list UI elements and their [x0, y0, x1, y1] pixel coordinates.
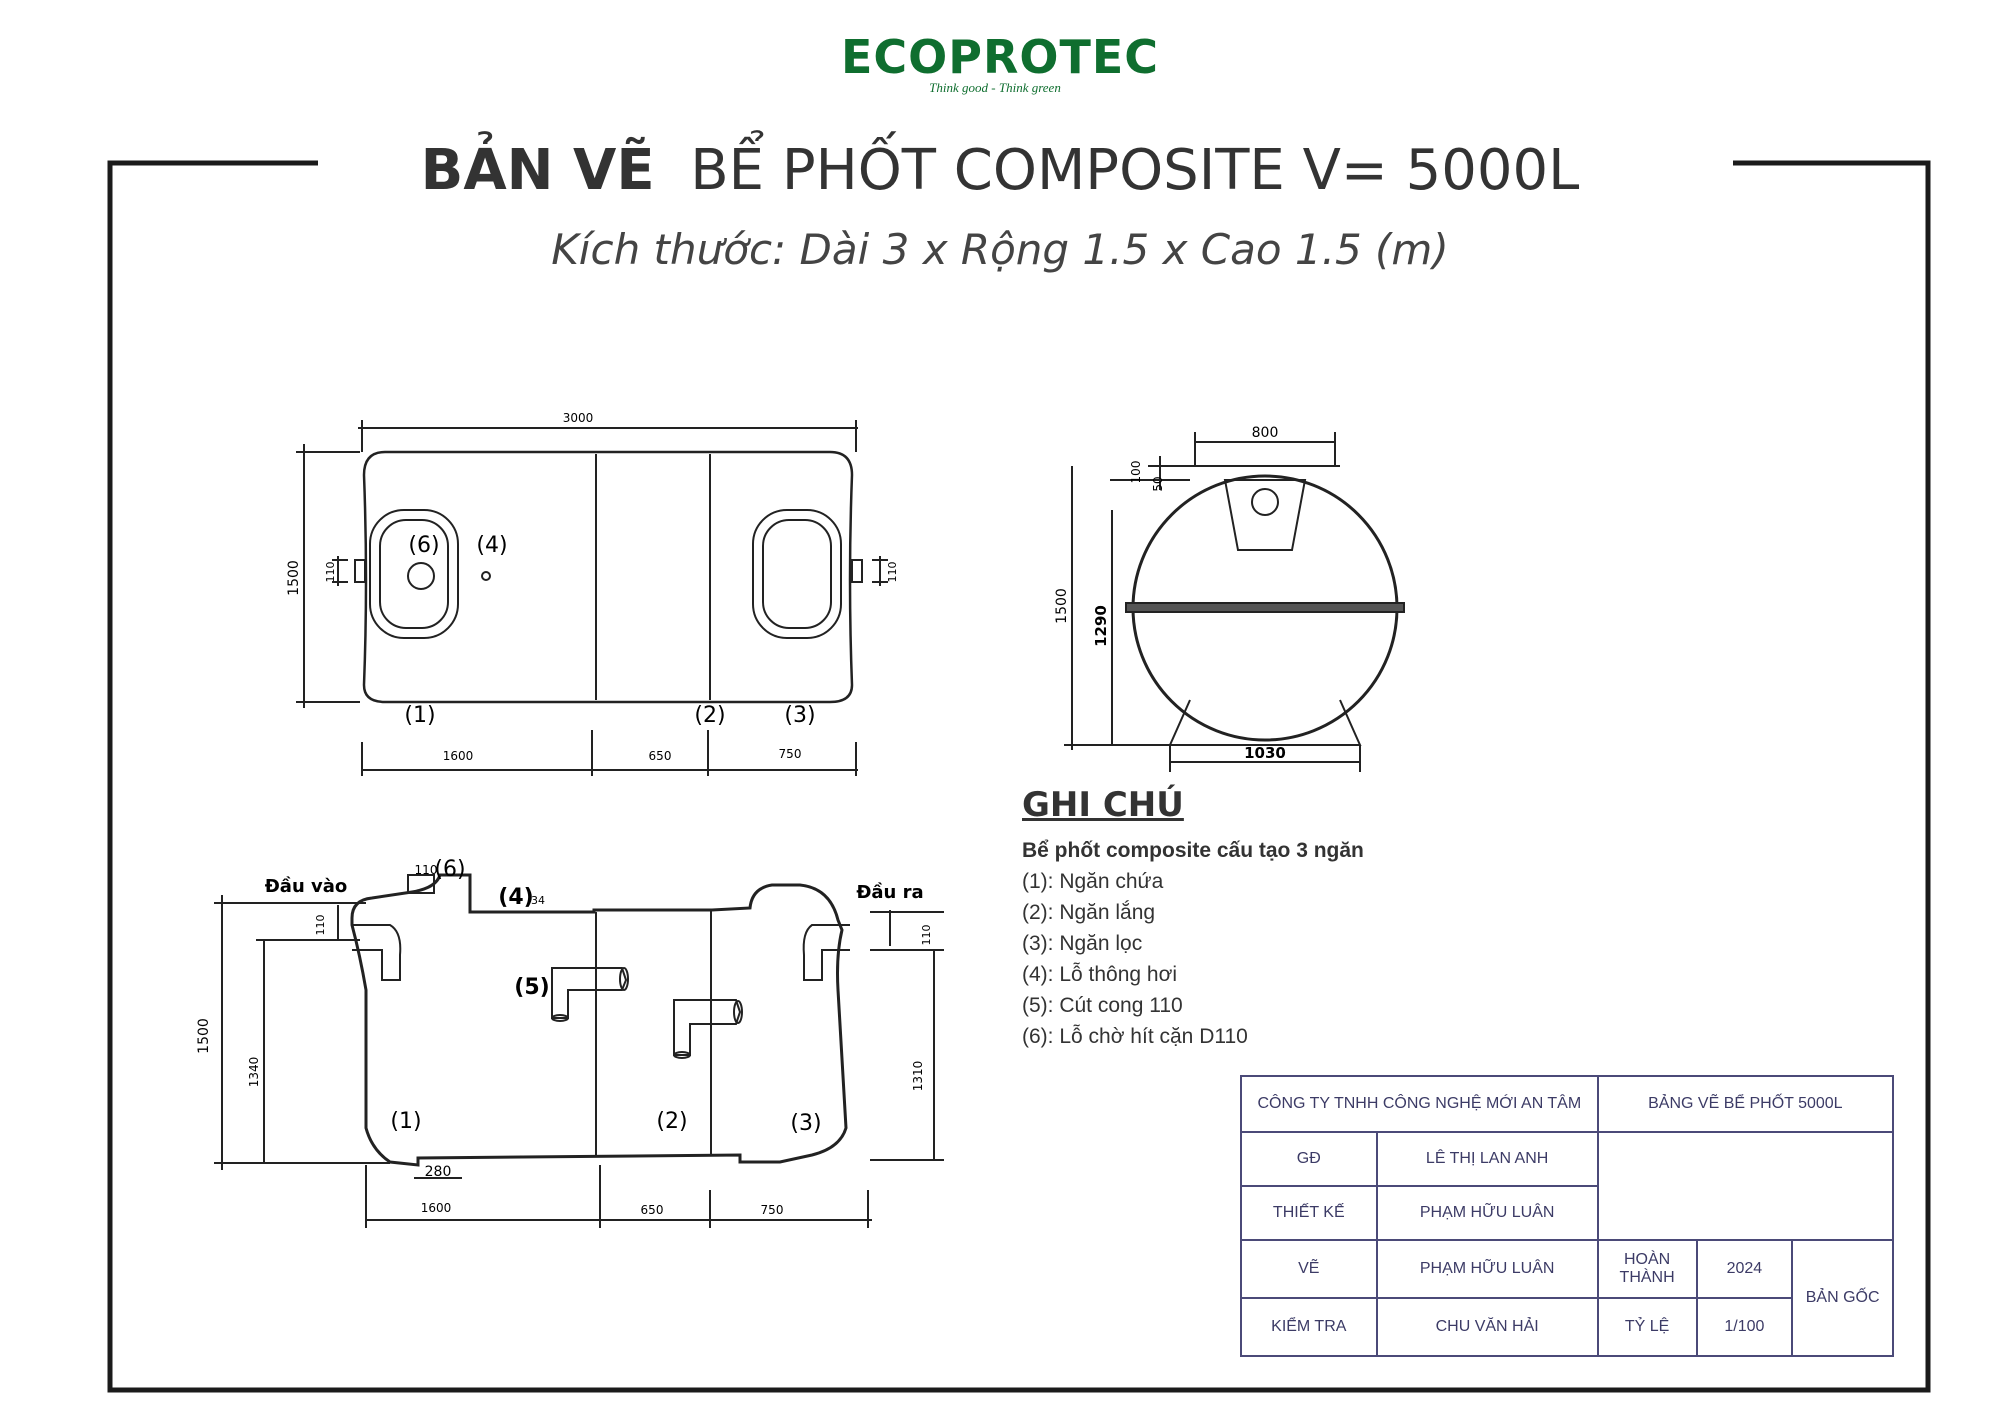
label-1: (1) — [404, 703, 435, 728]
dim-length: 3000 — [563, 411, 594, 425]
original-label: BẢN GỐC — [1791, 1239, 1894, 1357]
note-item: (4): Lỗ thông hơi — [1022, 963, 1178, 986]
side-dim-height: 1500 — [1054, 588, 1070, 624]
side-dim-50: 50 — [1151, 476, 1165, 491]
draw-label: VẼ — [1240, 1239, 1378, 1299]
draw-name: PHẠM HỮU LUÂN — [1375, 1239, 1599, 1299]
sec-label-6: (6) — [434, 857, 465, 882]
dim-pipe-left: 110 — [324, 562, 337, 583]
drawing-name: BẢNG VẼ BỂ PHỐT 5000L — [1596, 1075, 1895, 1133]
done-value: 2024 — [1695, 1239, 1794, 1299]
notes-section: GHI CHÚ Bể phốt composite cấu tạo 3 ngăn… — [1022, 785, 1522, 1049]
note-item: (2): Ngăn lắng — [1022, 901, 1156, 924]
dim-d1: 1600 — [443, 749, 474, 763]
page-title: BẢN VẼ BỂ PHỐT COMPOSITE V= 5000L — [0, 138, 2000, 203]
sec-dim-d2: 650 — [641, 1203, 664, 1217]
label-3: (3) — [784, 703, 815, 728]
page-subtitle: Kích thước: Dài 3 x Rộng 1.5 x Cao 1.5 (… — [551, 225, 1449, 274]
logo: ECOPROTEC Think good - Think green — [0, 30, 2000, 96]
design-name: PHẠM HỮU LUÂN — [1375, 1185, 1599, 1241]
dim-d2: 650 — [649, 749, 672, 763]
inlet-label: Đầu vào — [265, 876, 348, 897]
title-rest: BỂ PHỐT COMPOSITE V= 5000L — [690, 138, 1580, 203]
dim-d3: 750 — [779, 747, 802, 761]
blank-cell — [1596, 1131, 1895, 1241]
label-4: (4) — [476, 533, 507, 558]
logo-name: ECOPROTEC — [840, 30, 1160, 84]
sec-dim-pipe-top: 110 — [415, 863, 438, 877]
sec-dim-in-pipe: 110 — [314, 915, 327, 936]
dim-width: 1500 — [286, 560, 302, 596]
design-label: THIẾT KẾ — [1240, 1185, 1378, 1241]
sec-label-3: (3) — [790, 1111, 821, 1136]
sec-label-4: (4) — [498, 885, 533, 910]
title-block: CÔNG TY TNHH CÔNG NGHỆ MỚI AN TÂM BẢNG V… — [1240, 1075, 1895, 1357]
sec-label-5: (5) — [514, 975, 549, 1000]
side-dim-base: 1030 — [1244, 744, 1286, 762]
sec-dim-foot: 280 — [425, 1164, 452, 1180]
gd-name: LÊ THỊ LAN ANH — [1375, 1131, 1599, 1187]
check-label: KIỂM TRA — [1240, 1297, 1378, 1357]
sec-label-1: (1) — [390, 1109, 421, 1134]
side-dim-1290: 1290 — [1092, 605, 1110, 647]
title-bold: BẢN VẼ — [420, 138, 655, 203]
company-name: CÔNG TY TNHH CÔNG NGHỆ MỚI AN TÂM — [1240, 1075, 1599, 1133]
sec-dim-1310: 1310 — [911, 1061, 925, 1092]
sec-dim-out-pipe: 110 — [920, 925, 933, 946]
gd-label: GĐ — [1240, 1131, 1378, 1187]
notes-subtitle: Bể phốt composite cấu tạo 3 ngăn — [1022, 839, 1364, 862]
note-item: (6): Lỗ chờ hít cặn D110 — [1022, 1025, 1248, 1048]
sec-dim-d3: 750 — [761, 1203, 784, 1217]
side-dim-100: 100 — [1129, 461, 1143, 484]
check-name: CHU VĂN HẢI — [1375, 1297, 1599, 1357]
scale-value: 1/100 — [1695, 1297, 1794, 1357]
label-2: (2) — [694, 703, 725, 728]
outlet-label: Đầu ra — [856, 882, 923, 903]
dim-pipe-right: 110 — [886, 562, 899, 583]
note-item: (3): Ngăn lọc — [1022, 932, 1143, 955]
side-dim-top: 800 — [1252, 425, 1279, 441]
sec-dim-vent: 34 — [531, 894, 545, 907]
sec-dim-1340: 1340 — [247, 1057, 261, 1088]
notes-title: GHI CHÚ — [1022, 785, 1184, 825]
note-item: (1): Ngăn chứa — [1022, 870, 1164, 893]
scale-label: TỶ LỆ — [1596, 1297, 1698, 1357]
logo-tagline: Think good - Think green — [929, 80, 1061, 95]
label-6: (6) — [408, 533, 439, 558]
sec-dim-height: 1500 — [196, 1018, 212, 1054]
sec-label-2: (2) — [656, 1109, 687, 1134]
note-item: (5): Cút cong 110 — [1022, 994, 1183, 1017]
sec-dim-d1: 1600 — [421, 1201, 452, 1215]
done-label: HOÀN THÀNH — [1596, 1239, 1698, 1299]
